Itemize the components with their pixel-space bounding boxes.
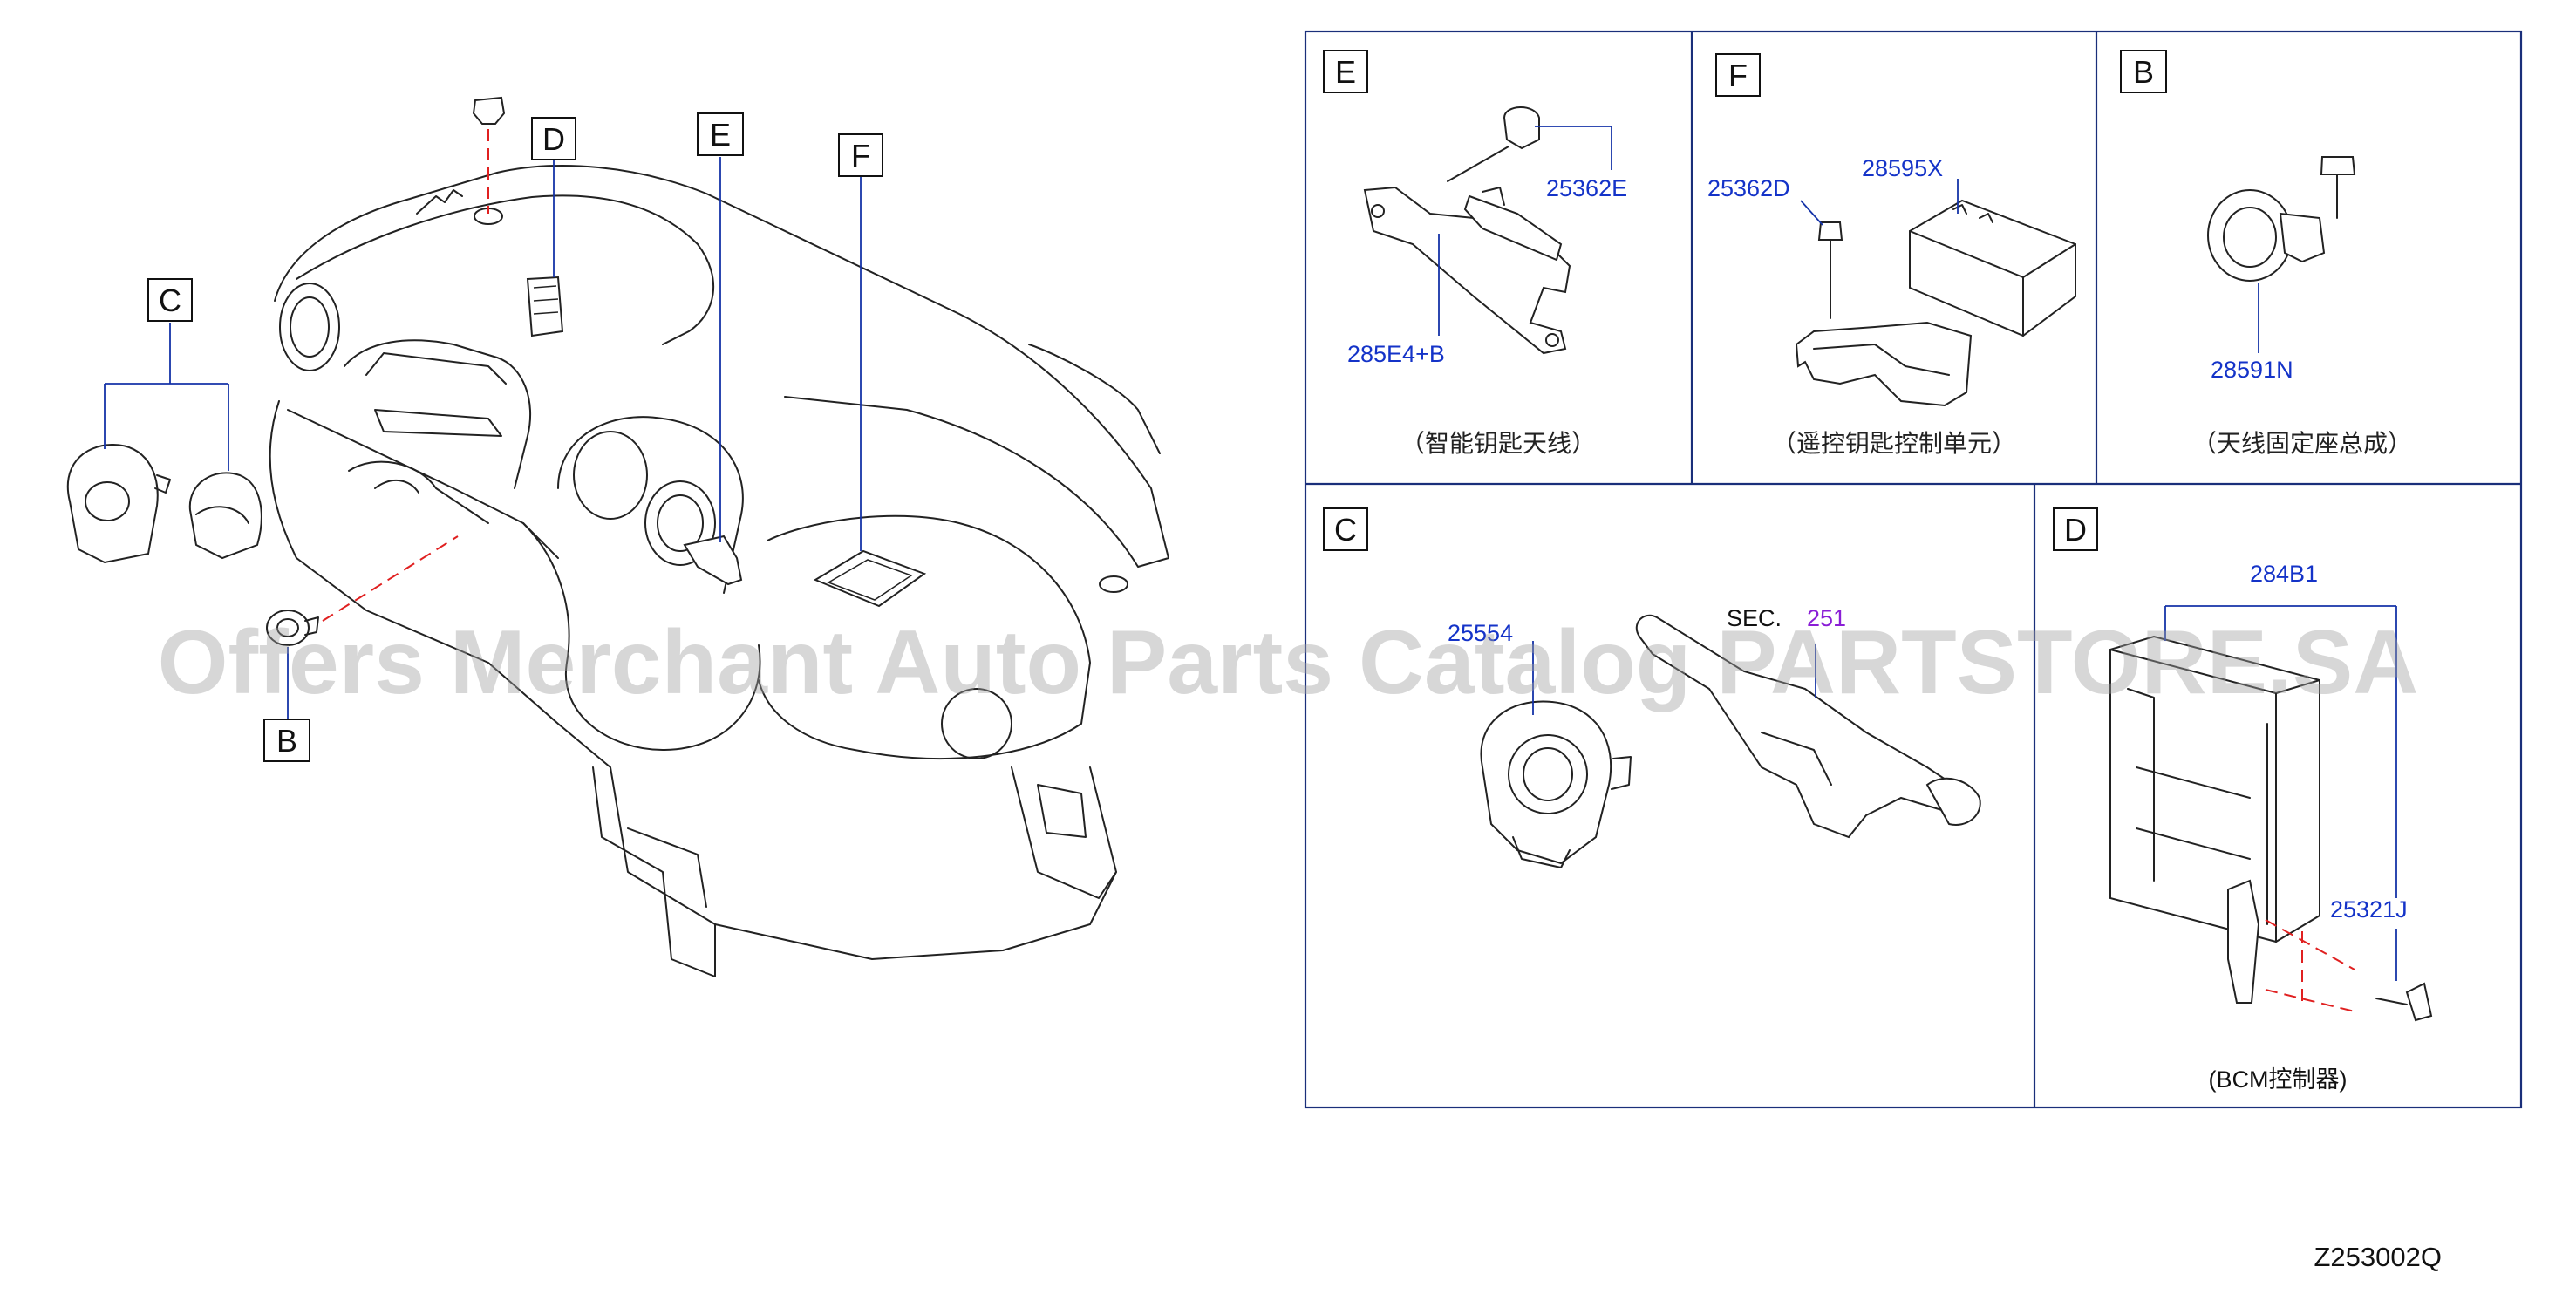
svg-text:B: B — [2133, 54, 2154, 90]
section-label: SEC. — [1727, 605, 1782, 631]
callout-D: D — [531, 117, 576, 160]
svg-text:B: B — [276, 723, 297, 759]
svg-text:F: F — [851, 138, 870, 174]
combination-switch-parts — [66, 443, 262, 564]
part-number-25362D: 25362D — [1707, 175, 1790, 201]
caption-bcm-controller: (BCM控制器) — [2209, 1066, 2348, 1093]
svg-text:F: F — [1728, 58, 1748, 93]
watermark-text: Offers Merchant Auto Parts Catalog PARTS… — [158, 612, 2419, 713]
part-number-284B1: 284B1 — [2250, 561, 2318, 587]
diagram-code: Z253002Q — [2314, 1242, 2443, 1272]
callout-B: B — [263, 719, 310, 762]
panel-B: B 28591N （天线固定座总成） — [2120, 50, 2412, 458]
caption-remote-key-control-unit: （遥控钥匙控制单元） — [1772, 429, 2016, 458]
svg-text:C: C — [1334, 512, 1357, 548]
caption-antenna-holder-assembly: （天线固定座总成） — [2192, 429, 2412, 458]
panel-E: E 25362E 285E4+B （智能钥匙天线） — [1323, 50, 1627, 458]
callout-C: C — [147, 278, 193, 322]
caption-smart-key-antenna: （智能钥匙天线） — [1400, 429, 1596, 458]
antenna-holder-part — [266, 535, 459, 719]
callout-F: F — [838, 133, 883, 177]
part-number-25321J: 25321J — [2330, 896, 2408, 923]
instrument-panel-drawing — [269, 165, 1169, 977]
svg-text:E: E — [1335, 54, 1356, 90]
callout-E: E — [697, 112, 744, 156]
part-number-285E4B: 285E4+B — [1347, 341, 1445, 367]
panel-F: F 25362D 28595X （遥控钥匙控制单元） — [1707, 53, 2076, 458]
svg-text:D: D — [542, 121, 565, 157]
detail-frame — [1304, 30, 2523, 1109]
part-number-25554: 25554 — [1448, 620, 1513, 646]
svg-text:D: D — [2064, 512, 2087, 548]
svg-text:C: C — [159, 283, 181, 318]
part-number-25362E: 25362E — [1546, 175, 1627, 201]
overview-leaders — [104, 157, 862, 551]
panel-D: D 284B1 25321J (BCM控制器) — [2053, 507, 2433, 1093]
part-number-28595X: 28595X — [1862, 155, 1943, 181]
part-number-28591N: 28591N — [2211, 357, 2293, 383]
clip-part — [472, 96, 506, 214]
svg-text:E: E — [710, 117, 731, 153]
section-reference-251: 251 — [1807, 605, 1846, 631]
panel-C: C 25554 SEC. 251 — [1323, 507, 1981, 868]
